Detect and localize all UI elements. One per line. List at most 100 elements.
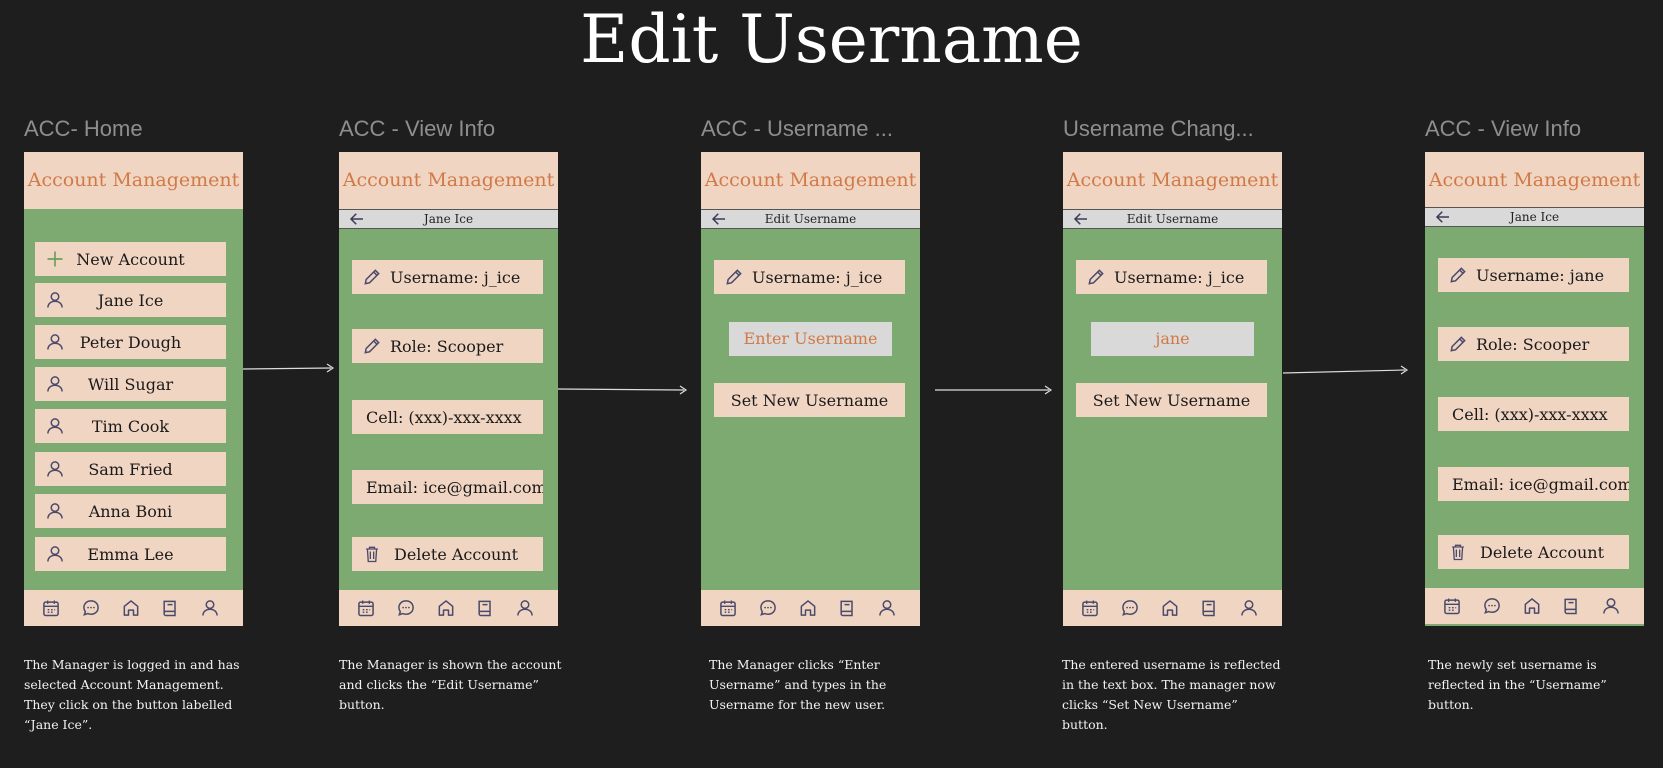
user-icon — [45, 544, 65, 564]
flow-arrow — [1283, 365, 1409, 375]
flow-arrow — [558, 385, 688, 395]
button-label: Email: ice@gmail.com — [1452, 474, 1629, 494]
subbar: Jane Ice — [339, 209, 558, 229]
app-header: Account Management — [1425, 152, 1644, 209]
app-header: Account Management — [339, 152, 558, 209]
home-icon[interactable] — [436, 598, 456, 618]
caption-home: The Manager is logged in and has selecte… — [24, 657, 240, 732]
chat-icon[interactable] — [1482, 596, 1502, 616]
set-new-username-button[interactable]: Set New Username — [1076, 383, 1267, 417]
book-icon[interactable] — [1561, 596, 1581, 616]
user-icon[interactable] — [200, 598, 220, 618]
user-icon — [45, 459, 65, 479]
chat-icon[interactable] — [396, 598, 416, 618]
frame-label-view-info: ACC - View Info — [339, 116, 496, 141]
user-icon[interactable] — [1601, 596, 1621, 616]
email-button[interactable]: Email: ice@gmail.com — [1438, 467, 1629, 501]
frame-label-home: ACC- Home — [24, 116, 143, 141]
calendar-icon[interactable] — [356, 598, 376, 618]
home-icon[interactable] — [1160, 598, 1180, 618]
button-label: Delete Account — [1480, 542, 1605, 562]
account-button-sam-fried[interactable]: Sam Fried — [35, 452, 226, 486]
back-arrow-icon[interactable] — [1433, 208, 1453, 226]
delete-account-button[interactable]: Delete Account — [352, 537, 543, 571]
button-label: Username: j_ice — [390, 267, 521, 287]
edit-role-button[interactable]: Role: Scooper — [1438, 327, 1629, 361]
bottom-nav — [701, 590, 920, 626]
button-label: Delete Account — [394, 544, 519, 564]
edit-username-button[interactable]: Username: j_ice — [352, 260, 543, 294]
user-icon[interactable] — [515, 598, 535, 618]
bottom-nav — [1063, 590, 1282, 626]
frame-label-view-info-updated: ACC - View Info — [1425, 116, 1582, 141]
account-button-will-sugar[interactable]: Will Sugar — [35, 367, 226, 401]
trash-icon — [362, 544, 382, 564]
button-label: Username: jane — [1476, 265, 1605, 285]
user-icon — [45, 416, 65, 436]
pencil-icon — [724, 267, 744, 287]
screen-username-changed: Account Management Edit Username Usernam… — [1063, 152, 1282, 626]
subbar-title: Edit Username — [1126, 212, 1219, 226]
delete-account-button[interactable]: Delete Account — [1438, 535, 1629, 569]
username-button[interactable]: Username: j_ice — [714, 260, 905, 294]
home-icon[interactable] — [798, 598, 818, 618]
calendar-icon[interactable] — [718, 598, 738, 618]
button-label: Anna Boni — [88, 501, 173, 521]
chat-icon[interactable] — [1120, 598, 1140, 618]
pencil-icon — [362, 267, 382, 287]
plus-icon — [45, 249, 65, 269]
username-button[interactable]: Username: j_ice — [1076, 260, 1267, 294]
button-label: Sam Fried — [88, 459, 173, 479]
edit-role-button[interactable]: Role: Scooper — [352, 329, 543, 363]
calendar-icon[interactable] — [1080, 598, 1100, 618]
button-label: Emma Lee — [87, 544, 174, 564]
button-label: Cell: (xxx)-xxx-xxxx — [366, 407, 522, 427]
cell-button[interactable]: Cell: (xxx)-xxx-xxxx — [352, 400, 543, 434]
book-icon[interactable] — [160, 598, 180, 618]
account-button-tim-cook[interactable]: Tim Cook — [35, 409, 226, 443]
subbar: Edit Username — [1063, 209, 1282, 229]
account-button-peter-dough[interactable]: Peter Dough — [35, 325, 226, 359]
edit-username-button[interactable]: Username: jane — [1438, 258, 1629, 292]
account-button-anna-boni[interactable]: Anna Boni — [35, 494, 226, 528]
caption-username-edit: The Manager clicks “Enter Username” and … — [709, 657, 887, 712]
chat-icon[interactable] — [81, 598, 101, 618]
flow-arrow — [935, 385, 1053, 395]
book-icon[interactable] — [837, 598, 857, 618]
calendar-icon[interactable] — [41, 598, 61, 618]
calendar-icon[interactable] — [1442, 596, 1462, 616]
back-arrow-icon[interactable] — [1071, 210, 1091, 228]
home-icon[interactable] — [121, 598, 141, 618]
frame-label-username-edit: ACC - Username ... — [701, 116, 893, 141]
user-icon[interactable] — [877, 598, 897, 618]
cell-button[interactable]: Cell: (xxx)-xxx-xxxx — [1438, 397, 1629, 431]
set-new-username-button[interactable]: Set New Username — [714, 383, 905, 417]
button-label: Will Sugar — [87, 374, 174, 394]
chat-icon[interactable] — [758, 598, 778, 618]
button-label: Tim Cook — [91, 416, 170, 436]
username-input[interactable]: Enter Username — [729, 322, 892, 356]
button-label: Role: Scooper — [1476, 334, 1590, 354]
subbar-title: Edit Username — [764, 212, 857, 226]
pencil-icon — [362, 336, 382, 356]
home-icon[interactable] — [1522, 596, 1542, 616]
user-icon[interactable] — [1239, 598, 1259, 618]
subbar-title: Jane Ice — [1509, 210, 1560, 224]
username-input[interactable]: jane — [1091, 322, 1254, 356]
book-icon[interactable] — [475, 598, 495, 618]
button-label: Set New Username — [730, 390, 889, 410]
email-button[interactable]: Email: ice@gmail.com — [352, 470, 543, 504]
button-label: Cell: (xxx)-xxx-xxxx — [1452, 404, 1608, 424]
account-button-jane-ice[interactable]: Jane Ice — [35, 283, 226, 317]
user-icon — [45, 332, 65, 352]
button-label: Username: j_ice — [752, 267, 883, 287]
screen-view-info-updated: Account Management Jane Ice Username: ja… — [1425, 152, 1644, 626]
back-arrow-icon[interactable] — [709, 210, 729, 228]
button-label: Role: Scooper — [390, 336, 504, 356]
account-button-emma-lee[interactable]: Emma Lee — [35, 537, 226, 571]
back-arrow-icon[interactable] — [347, 210, 367, 228]
button-label: Email: ice@gmail.com — [366, 477, 543, 497]
screen-username-edit: Account Management Edit Username Usernam… — [701, 152, 920, 626]
new-account-button[interactable]: New Account — [35, 242, 226, 276]
book-icon[interactable] — [1199, 598, 1219, 618]
